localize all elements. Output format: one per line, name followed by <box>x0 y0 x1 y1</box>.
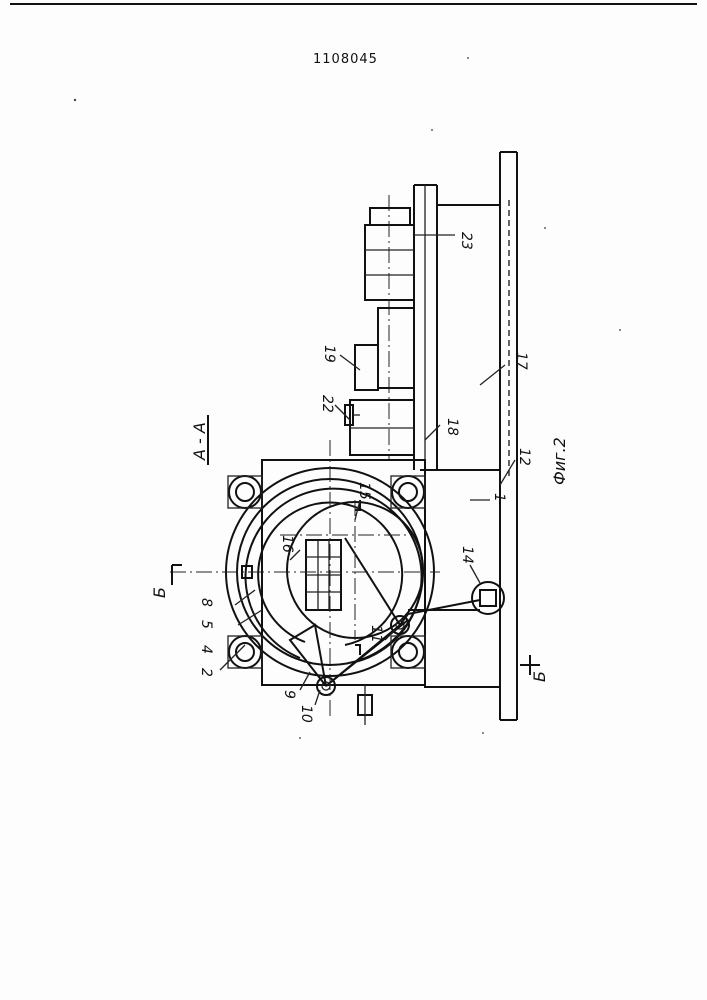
patent-number: 1108045 <box>313 52 378 67</box>
motor-23 <box>365 195 414 460</box>
bolt <box>358 685 372 725</box>
callout-16: 16 <box>279 535 295 553</box>
cut-marker-left: Б <box>150 565 182 598</box>
section-label: А - А <box>190 415 209 465</box>
bracket-1 <box>425 470 500 687</box>
part-22 <box>345 405 360 425</box>
cut-marker-left-label: Б <box>150 587 169 598</box>
callout-2: 2 <box>198 668 214 677</box>
support-roller-top-left <box>228 476 262 508</box>
cut-marker-right: Б <box>520 655 549 682</box>
notch-bottom <box>355 645 360 655</box>
callout-14: 14 <box>459 546 475 564</box>
callout-1: 1 <box>491 493 507 502</box>
callout-labels: 23 19 22 18 17 12 1 14 15 16 8 5 4 2 9 1… <box>198 232 532 723</box>
callout-22: 22 <box>319 395 335 413</box>
callout-17: 19 <box>321 345 337 363</box>
cut-marker-right-label: Б <box>530 671 549 682</box>
mounting-plate-18 <box>414 185 437 470</box>
callout-4: 4 <box>198 645 214 654</box>
callout-12: 12 <box>516 448 532 466</box>
gearbox-17 <box>350 308 414 455</box>
base-plate <box>500 152 517 720</box>
callout-18: 18 <box>444 418 460 436</box>
figure-caption: Фиг.2 <box>550 437 569 485</box>
section-label-text: А - А <box>190 422 209 461</box>
support-roller-bottom-left <box>228 636 262 668</box>
callout-9: 9 <box>281 690 297 699</box>
callout-15: 15 <box>356 482 372 500</box>
callout-10: 10 <box>298 705 314 723</box>
callout-11: 11 <box>368 625 384 643</box>
callout-8: 8 <box>198 598 214 607</box>
callout-19: 17 <box>513 352 529 370</box>
cassette-16 <box>306 540 341 610</box>
callout-5: 5 <box>198 620 214 629</box>
callout-23: 23 <box>458 232 474 250</box>
